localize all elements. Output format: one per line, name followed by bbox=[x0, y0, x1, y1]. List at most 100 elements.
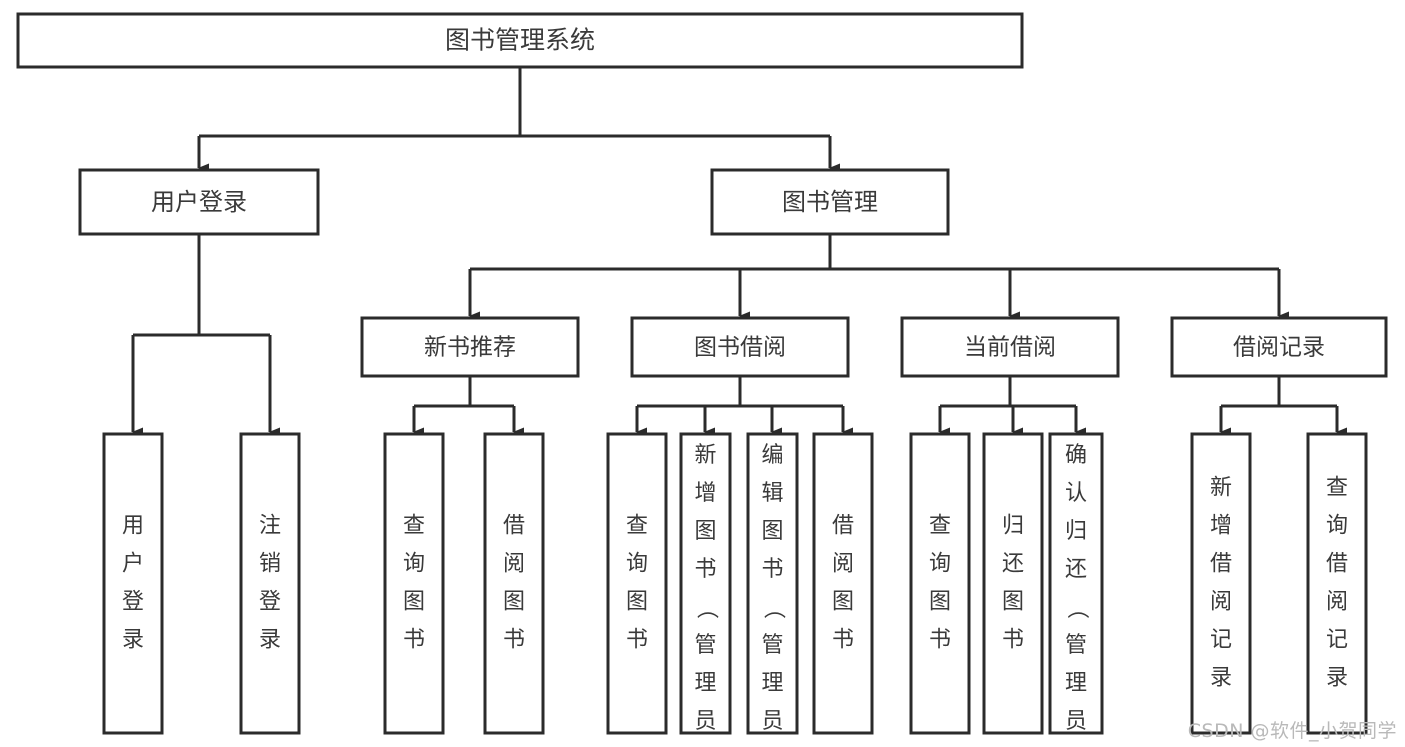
node-label-char-leaf-query-book-rec-2: 图 bbox=[403, 590, 425, 615]
node-label-char-leaf-add-book-6: 理 bbox=[694, 671, 716, 696]
node-boxes: 图书管理系统用户登录图书管理新书推荐图书借阅当前借阅借阅记录用户登录注销登录查询… bbox=[16, 12, 1388, 747]
node-label-char-leaf-query-book-br-0: 查 bbox=[626, 514, 648, 539]
node-borrow-record[interactable]: 借阅记录 bbox=[1170, 316, 1388, 378]
node-box-leaf-edit-book bbox=[746, 432, 799, 735]
node-box-leaf-borrow-book-rec bbox=[483, 432, 545, 735]
node-label-char-leaf-query-book-br-3: 书 bbox=[626, 628, 648, 653]
node-label-char-leaf-add-record-2: 借 bbox=[1210, 552, 1232, 577]
node-box-book-manage bbox=[710, 168, 950, 236]
node-label-char-leaf-add-record-5: 录 bbox=[1210, 666, 1232, 691]
node-box-leaf-query-book-br bbox=[606, 432, 668, 735]
node-label-char-leaf-edit-book-1: 辑 bbox=[761, 481, 783, 506]
connector-lines bbox=[131, 67, 1347, 437]
node-label-char-leaf-query-book-br-2: 图 bbox=[626, 590, 648, 615]
node-label-char-leaf-add-book-0: 新 bbox=[694, 443, 716, 468]
csdn-watermark: CSDN @软件_小贺同学 bbox=[1187, 720, 1397, 742]
node-label-char-leaf-edit-book-3: 书 bbox=[761, 557, 783, 582]
node-box-leaf-user-logout bbox=[239, 432, 301, 735]
node-label-char-leaf-borrow-book-br-3: 书 bbox=[832, 628, 854, 653]
node-label-char-leaf-query-record-1: 询 bbox=[1326, 514, 1348, 539]
node-label-root: 图书管理系统 bbox=[445, 26, 595, 55]
node-book-manage[interactable]: 图书管理 bbox=[710, 168, 950, 236]
node-label-char-leaf-confirm-return-6: 理 bbox=[1065, 671, 1087, 696]
node-label-char-leaf-query-book-rec-0: 查 bbox=[403, 514, 425, 539]
node-label-borrow-record: 借阅记录 bbox=[1233, 335, 1325, 361]
node-label-char-leaf-return-book-1: 还 bbox=[1002, 552, 1024, 577]
node-box-leaf-return-book bbox=[982, 432, 1044, 735]
node-label-char-leaf-add-book-3: 书 bbox=[694, 557, 716, 582]
node-label-current-borrow: 当前借阅 bbox=[964, 335, 1056, 361]
node-label-char-leaf-return-book-3: 书 bbox=[1002, 628, 1024, 653]
node-label-char-leaf-edit-book-5: 管 bbox=[761, 633, 783, 658]
node-label-char-leaf-user-login-2: 登 bbox=[122, 590, 144, 615]
node-label-char-leaf-add-record-0: 新 bbox=[1210, 476, 1232, 501]
node-label-char-leaf-add-book-5: 管 bbox=[694, 633, 716, 658]
node-label-char-leaf-borrow-book-br-1: 阅 bbox=[832, 552, 854, 577]
node-label-char-leaf-add-book-7: 员 bbox=[694, 709, 716, 734]
node-box-borrow-record bbox=[1170, 316, 1388, 378]
node-label-char-leaf-user-login-1: 户 bbox=[122, 552, 144, 577]
node-leaf-user-login[interactable]: 用户登录 bbox=[102, 432, 164, 735]
node-label-char-leaf-confirm-return-3: 还 bbox=[1065, 557, 1087, 582]
node-label-char-leaf-query-book-rec-3: 书 bbox=[403, 628, 425, 653]
node-label-char-leaf-confirm-return-0: 确 bbox=[1065, 443, 1087, 468]
node-label-char-leaf-add-book-2: 图 bbox=[694, 519, 716, 544]
node-box-root bbox=[16, 12, 1024, 69]
node-label-char-leaf-query-book-cur-3: 书 bbox=[929, 628, 951, 653]
node-label-char-leaf-edit-book-2: 图 bbox=[761, 519, 783, 544]
node-root[interactable]: 图书管理系统 bbox=[16, 12, 1024, 69]
node-box-leaf-query-record bbox=[1306, 432, 1368, 735]
node-box-leaf-confirm-return bbox=[1048, 432, 1104, 735]
node-user-login[interactable]: 用户登录 bbox=[78, 168, 320, 236]
node-label-char-leaf-borrow-book-rec-1: 阅 bbox=[503, 552, 525, 577]
node-box-leaf-add-book bbox=[679, 432, 732, 735]
node-label-char-leaf-edit-book-6: 理 bbox=[761, 671, 783, 696]
node-label-user-login: 用户登录 bbox=[151, 188, 247, 216]
node-label-char-leaf-borrow-book-br-2: 图 bbox=[832, 590, 854, 615]
node-label-char-leaf-edit-book-4: （ bbox=[761, 597, 786, 619]
node-label-char-leaf-return-book-2: 图 bbox=[1002, 590, 1024, 615]
node-label-char-leaf-confirm-return-1: 认 bbox=[1065, 481, 1087, 506]
node-label-new-book-rec: 新书推荐 bbox=[424, 335, 516, 361]
node-box-leaf-add-record bbox=[1190, 432, 1252, 735]
node-label-char-leaf-add-book-1: 增 bbox=[694, 481, 716, 506]
node-label-char-leaf-query-record-4: 记 bbox=[1326, 628, 1348, 653]
node-label-char-leaf-query-record-2: 借 bbox=[1326, 552, 1348, 577]
node-new-book-rec[interactable]: 新书推荐 bbox=[360, 316, 580, 378]
node-label-char-leaf-borrow-book-rec-2: 图 bbox=[503, 590, 525, 615]
node-box-leaf-borrow-book-br bbox=[812, 432, 874, 735]
node-label-char-leaf-confirm-return-2: 归 bbox=[1065, 519, 1087, 544]
node-label-char-leaf-query-record-3: 阅 bbox=[1326, 590, 1348, 615]
node-label-char-leaf-edit-book-7: 员 bbox=[761, 709, 783, 734]
node-label-char-leaf-query-book-br-1: 询 bbox=[626, 552, 648, 577]
node-label-char-leaf-borrow-book-rec-3: 书 bbox=[503, 628, 525, 653]
node-label-char-leaf-query-record-5: 录 bbox=[1326, 666, 1348, 691]
node-box-leaf-query-book-cur bbox=[909, 432, 971, 735]
node-book-borrow[interactable]: 图书借阅 bbox=[630, 316, 850, 378]
node-label-char-leaf-add-record-4: 记 bbox=[1210, 628, 1232, 653]
node-label-char-leaf-user-login-0: 用 bbox=[122, 514, 144, 539]
node-current-borrow[interactable]: 当前借阅 bbox=[900, 316, 1120, 378]
node-label-char-leaf-user-logout-1: 销 bbox=[259, 552, 281, 577]
node-box-user-login bbox=[78, 168, 320, 236]
node-label-char-leaf-confirm-return-7: 员 bbox=[1065, 709, 1087, 734]
node-label-book-borrow: 图书借阅 bbox=[694, 335, 786, 361]
node-label-char-leaf-add-record-1: 增 bbox=[1210, 514, 1232, 539]
node-label-char-leaf-user-logout-0: 注 bbox=[259, 514, 281, 539]
node-box-leaf-user-login bbox=[102, 432, 164, 735]
node-label-char-leaf-borrow-book-br-0: 借 bbox=[832, 514, 854, 539]
